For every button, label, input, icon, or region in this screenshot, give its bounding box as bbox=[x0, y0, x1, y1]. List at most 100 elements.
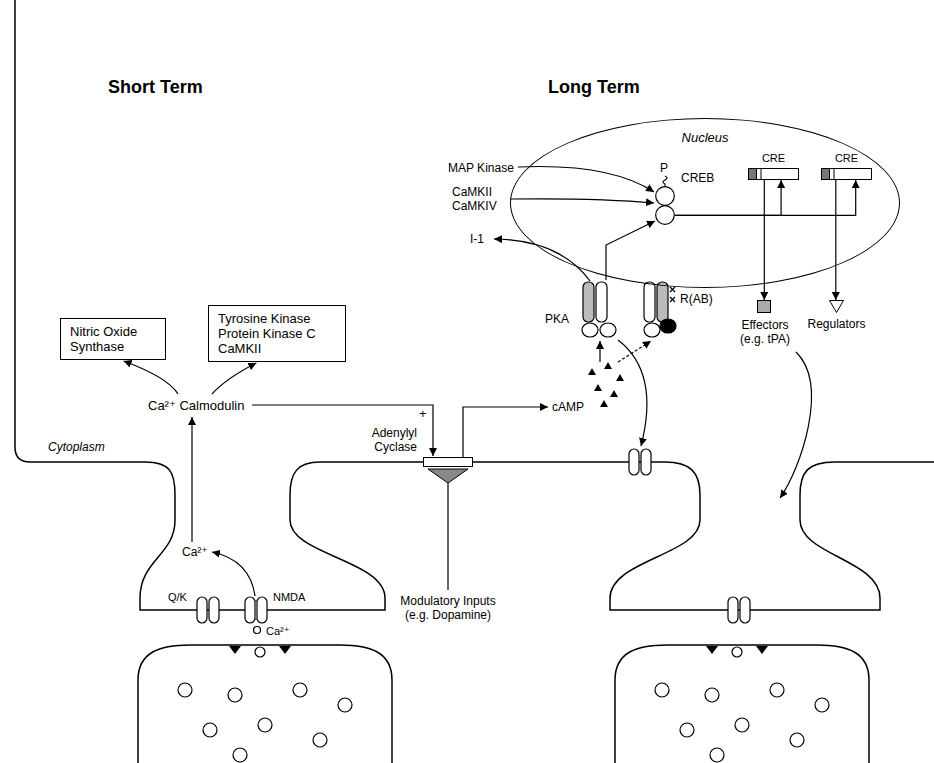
cre-element-outline bbox=[821, 168, 872, 180]
input-label: Modulatory Inputs (e.g. Dopamine) bbox=[393, 594, 503, 622]
vesicle bbox=[680, 723, 694, 737]
receptor-label: Q/K bbox=[168, 591, 187, 604]
calcium-ion bbox=[254, 627, 261, 634]
process-box: Tyrosine Kinase Protein Kinase C CaMKII bbox=[208, 305, 346, 362]
regulator-triangle-text: Regulators bbox=[804, 317, 870, 331]
creb-subunit bbox=[656, 187, 675, 206]
docked-vesicle bbox=[732, 647, 742, 657]
vesicle bbox=[258, 718, 272, 732]
vesicle bbox=[815, 698, 829, 712]
vesicle bbox=[655, 683, 669, 697]
vesicle bbox=[710, 748, 724, 762]
release-site bbox=[229, 646, 241, 654]
camp-molecule bbox=[604, 362, 612, 369]
regulator-triangle-outline bbox=[829, 300, 844, 313]
camp-molecule bbox=[588, 368, 596, 375]
section-title: Long Term bbox=[548, 76, 640, 98]
vesicle bbox=[233, 748, 247, 762]
kinase-label: CaMKII CaMKIV bbox=[452, 185, 507, 213]
vesicle bbox=[313, 733, 327, 747]
nucleus-ellipse-text: Nucleus bbox=[511, 130, 899, 145]
release-site bbox=[756, 646, 768, 654]
vesicle bbox=[178, 683, 192, 697]
receptor-label: NMDA bbox=[273, 591, 305, 604]
pka-catalytic-subunit bbox=[582, 323, 598, 337]
receptor-channel bbox=[728, 597, 738, 623]
nucleus-ellipse: NucleusCREB CRE CRE bbox=[510, 118, 900, 288]
signal-arrow bbox=[618, 340, 647, 446]
effector-square-text: Effectors (e.g. tPA) bbox=[732, 318, 798, 346]
cre-element: CRE bbox=[821, 168, 872, 180]
vesicle bbox=[293, 683, 307, 697]
signal-arrow bbox=[212, 363, 256, 394]
signal-arrow bbox=[252, 405, 433, 456]
kinase-label: PKA bbox=[545, 312, 569, 326]
nmda-receptor bbox=[257, 597, 267, 623]
creb-protein: CREB bbox=[655, 186, 675, 225]
vesicle bbox=[338, 698, 352, 712]
cre-box bbox=[749, 169, 799, 180]
cre-element-text: CRE bbox=[738, 152, 809, 165]
qk-receptor bbox=[197, 597, 207, 623]
membrane-channel bbox=[641, 449, 651, 475]
membrane-channel bbox=[629, 449, 639, 475]
inhibitor-label: I-1 bbox=[470, 232, 484, 246]
pka-regulatory-subunit bbox=[583, 282, 594, 322]
ion-label: Ca²⁺ bbox=[182, 545, 208, 559]
pka-catalytic-subunit bbox=[600, 323, 616, 337]
signal-arrow bbox=[780, 352, 811, 498]
phosphate-label: P bbox=[660, 161, 668, 175]
presynaptic-terminal bbox=[138, 645, 392, 763]
signal-arrow bbox=[463, 407, 548, 457]
enzyme-box: Adenylyl Cyclase bbox=[423, 457, 473, 467]
cre-element-outline bbox=[748, 168, 799, 180]
region-label: Cytoplasm bbox=[48, 440, 105, 454]
phosphate-link bbox=[663, 176, 667, 186]
sign-label: + bbox=[419, 406, 427, 421]
process-box: Nitric Oxide Synthase bbox=[60, 318, 166, 360]
rab-catalytic-subunit bbox=[644, 323, 660, 337]
cre-divider bbox=[761, 169, 762, 180]
signal-arrow bbox=[191, 417, 192, 542]
g-protein bbox=[428, 469, 468, 483]
presynaptic-terminal bbox=[615, 645, 869, 763]
signal-arrow bbox=[494, 239, 590, 281]
qk-receptor bbox=[209, 597, 219, 623]
vesicle bbox=[735, 718, 749, 732]
cre-divider bbox=[834, 169, 835, 180]
signal-arrow bbox=[124, 361, 178, 394]
messenger-label: cAMP bbox=[552, 400, 584, 414]
vesicle bbox=[705, 688, 719, 702]
camp-molecule bbox=[594, 384, 602, 391]
pka-regulatory-subunit bbox=[596, 282, 607, 322]
ion-label: Ca²⁺ bbox=[266, 625, 290, 638]
nmda-receptor bbox=[245, 597, 255, 623]
cre-site bbox=[749, 169, 757, 180]
camp-molecule bbox=[600, 400, 608, 407]
receptor-channel bbox=[740, 597, 750, 623]
creb-protein-text: CREB bbox=[681, 171, 714, 185]
vesicle bbox=[790, 733, 804, 747]
mutation-mark bbox=[670, 287, 675, 302]
signal-arrow bbox=[510, 199, 654, 203]
kinase-label: MAP Kinase bbox=[448, 161, 514, 175]
release-site bbox=[706, 646, 718, 654]
connector-arrow bbox=[835, 180, 836, 300]
cre-site bbox=[822, 169, 830, 180]
rab-subunit bbox=[644, 282, 655, 322]
signal-arrow bbox=[518, 167, 654, 192]
vesicle bbox=[203, 723, 217, 737]
cell-membrane bbox=[15, 0, 934, 610]
docked-vesicle bbox=[255, 647, 265, 657]
creb-protein-outline bbox=[655, 186, 675, 225]
creb-subunit bbox=[656, 206, 675, 225]
vesicle bbox=[228, 688, 242, 702]
modulatory-input-line bbox=[447, 483, 448, 590]
triangle-outline bbox=[830, 301, 844, 313]
connector-arrow bbox=[764, 180, 765, 300]
nmda-pore bbox=[255, 600, 257, 620]
calcium-influx-arrow bbox=[212, 552, 255, 596]
